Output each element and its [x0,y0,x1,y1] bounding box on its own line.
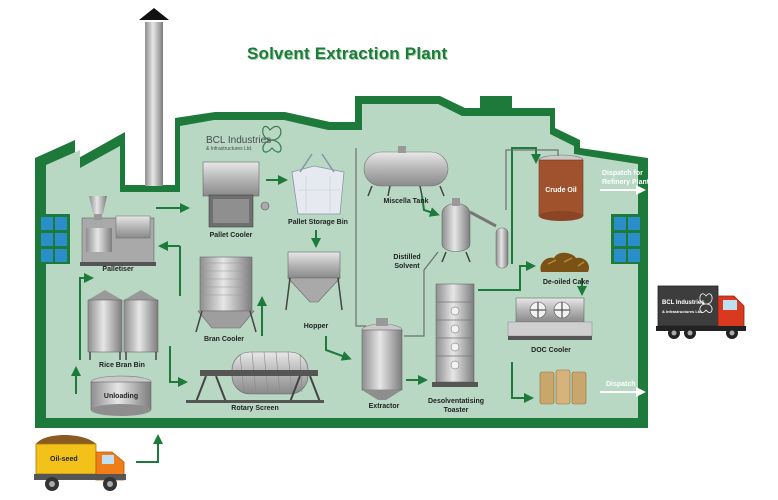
crude-oil-tank [538,154,584,221]
distillation-unit [441,198,509,269]
label-distilled-1: Distilled [393,254,421,261]
label-toaster-2: Toaster [443,407,469,414]
brand-name: BCL Industries [206,135,272,146]
pipes [355,148,559,337]
label-dispatch-refinery-2: Refinery Plant [602,179,650,186]
flow-arrows [71,147,587,403]
pallet-cooler [202,161,270,228]
label-truck-brand-sub: & Infrastructures Ltd. [662,309,703,314]
palletiser [80,196,156,266]
chimney [145,22,163,186]
label-dispatch: Dispatch [606,381,636,388]
label-hopper: Hopper [303,323,329,330]
label-deoiled-cake: De-oiled Cake [542,279,590,286]
label-unloading: Unloading [103,393,139,400]
arrow-doc-bags [511,362,534,403]
label-rotary-screen: Rotary Screen [231,405,279,412]
dispatch-truck [656,285,746,339]
product-bags [539,369,587,405]
rice-bran-bin [87,290,159,360]
diagram-title: Solvent Extraction Plant [247,44,448,63]
brand-subtitle: & Infrastructures Ltd. [206,146,253,152]
label-pallet-storage-bin: Pallet Storage Bin [288,219,348,226]
label-truck-brand: BCL Industries [662,300,705,306]
label-palletiser: Palletiser [102,266,134,273]
bran-cooler [195,256,257,333]
desolventising-toaster [432,283,478,387]
label-rice-bran-bin: Rice Bran Bin [99,362,145,369]
oil-seed-truck [34,435,126,491]
label-bran-cooler: Bran Cooler [203,336,245,343]
label-pallet-cooler: Pallet Cooler [209,232,253,239]
pallet-storage-bin [291,153,345,215]
label-miscella-tank: Miscella Tank [383,198,429,205]
doc-cooler [507,297,593,340]
hopper [285,251,343,311]
deoiled-cake-pile [540,252,590,272]
arrow-truck-in [136,434,163,463]
unloading-bin [90,375,152,416]
arrow-silo-screen [169,346,188,387]
miscella-tank [363,146,449,197]
extractor [361,318,403,400]
label-crude-oil: Crude Oil [545,187,577,194]
bcl-logo-icon [262,125,282,153]
window-right [611,214,643,264]
chimney-cap [139,8,169,20]
arrow-silo-up [79,273,94,360]
window-left [38,214,70,264]
arrow-hopper-extractor [325,336,352,361]
arrow-toaster-up [478,261,536,291]
label-oil-seed: Oil-seed [50,456,78,463]
label-extractor: Extractor [368,403,400,410]
arrow-oil-tank [511,147,541,264]
label-toaster-1: Desolventatising [427,398,485,405]
label-dispatch-refinery-1: Dispatch for [602,170,643,177]
arrow-bran-palletiser [162,246,181,296]
label-distilled-2: Solvent [394,263,420,270]
rotary-screen [186,351,324,403]
label-doc-cooler: DOC Cooler [531,347,571,354]
arrow-distill-miscella [421,195,440,217]
building-interior [46,104,638,418]
